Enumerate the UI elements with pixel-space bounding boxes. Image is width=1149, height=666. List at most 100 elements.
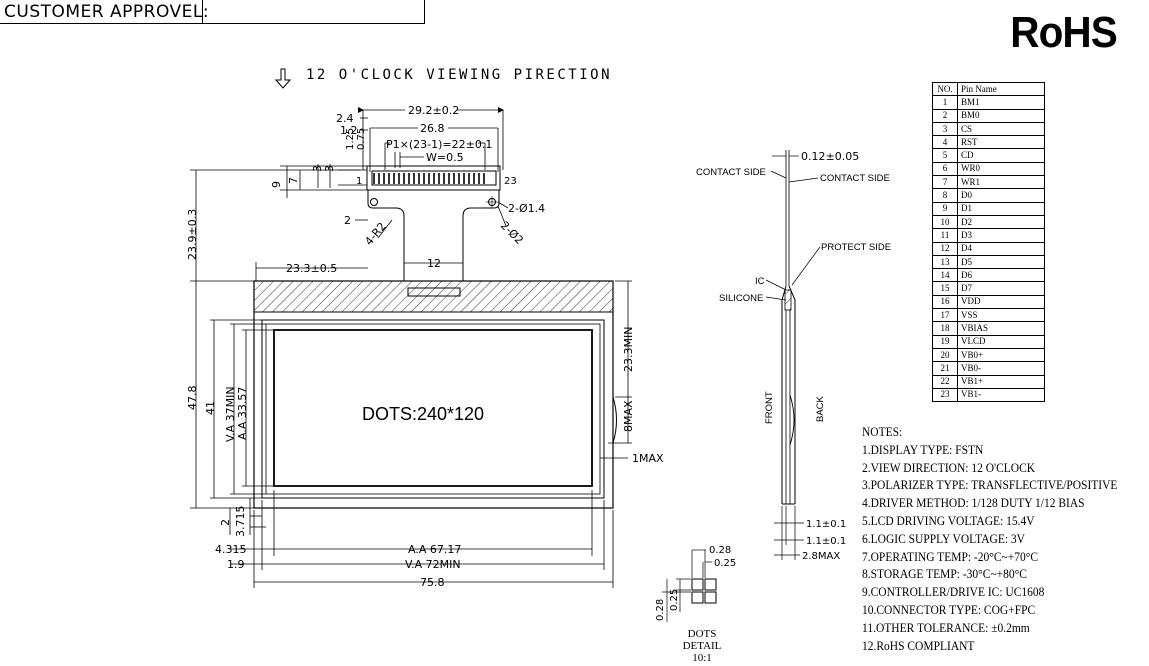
ic-label: IC bbox=[755, 276, 765, 287]
dim-1-1a: 1.1±0.1 bbox=[806, 519, 846, 530]
pin-name: CS bbox=[957, 121, 1045, 137]
pin-no: 19 bbox=[932, 334, 958, 349]
view-direction-text: 12 O'CLOCK VIEWING PIRECTION bbox=[306, 67, 613, 83]
dim-1-25: 1.25 bbox=[345, 128, 356, 150]
dim-4-315: 4.315 bbox=[215, 543, 247, 556]
dim-hole-1-4: 2-Ø1.4 bbox=[508, 202, 545, 215]
dim-aa-67-17: A.A 67.17 bbox=[408, 543, 461, 556]
horizontal-dimensions bbox=[230, 490, 614, 588]
pin-name: RST bbox=[957, 135, 1045, 150]
dim-1-9: 1.9 bbox=[227, 558, 245, 571]
pin-name: D0 bbox=[957, 188, 1045, 203]
dim-1max: 1MAX bbox=[632, 452, 664, 465]
lcd-outline bbox=[253, 280, 617, 509]
pin-no: 8 bbox=[932, 188, 958, 203]
pin-no: 11 bbox=[932, 228, 958, 243]
contact-side-right-label: CONTACT SIDE bbox=[820, 173, 890, 184]
pin-23-label: 23 bbox=[504, 176, 517, 187]
dim-2: 2 bbox=[344, 214, 351, 227]
dim-23-3: 23.3±0.5 bbox=[286, 262, 337, 275]
dim-12: 12 bbox=[427, 257, 441, 270]
silicone-label: SILICONE bbox=[719, 293, 763, 304]
pin-name: VB1- bbox=[957, 387, 1045, 403]
pin-name: D3 bbox=[957, 228, 1045, 243]
note-item: 5.LCD DRIVING VOLTAGE: 15.4V bbox=[862, 513, 1035, 528]
pin-name: VSS bbox=[957, 308, 1045, 323]
pin-name: CD bbox=[957, 148, 1045, 163]
vertical-dimensions bbox=[190, 169, 632, 535]
pin-no: 10 bbox=[932, 214, 958, 230]
pin-header-no: NO. bbox=[932, 81, 958, 97]
pin-name: D1 bbox=[957, 201, 1045, 216]
pin-name: VB0+ bbox=[957, 347, 1045, 363]
pin-no: 16 bbox=[932, 294, 958, 310]
customer-approval-box bbox=[0, 0, 425, 24]
cog-ledge-hatch bbox=[253, 280, 614, 313]
dim-23-9: 23.9±0.3 bbox=[186, 209, 199, 260]
note-item: 4.DRIVER METHOD: 1/128 DUTY 1/12 BIAS bbox=[862, 496, 1085, 511]
pin-name: D4 bbox=[957, 241, 1045, 256]
dots-detail-figure bbox=[662, 549, 717, 622]
pin-no: 1 bbox=[932, 95, 958, 110]
pin-name: VBIAS bbox=[957, 321, 1045, 336]
dim-dot-0-25b: 0.25 bbox=[669, 589, 680, 611]
pin-no: 14 bbox=[932, 268, 958, 283]
side-view bbox=[765, 150, 821, 560]
dim-3b: 3 bbox=[323, 165, 336, 172]
pin-name: BM0 bbox=[957, 108, 1045, 123]
pin-name: D7 bbox=[957, 281, 1045, 296]
dim-0-12: 0.12±0.05 bbox=[801, 150, 859, 163]
contact-side-left-label: CONTACT SIDE bbox=[696, 167, 766, 178]
pin-no: 20 bbox=[932, 347, 958, 363]
dim-va-72: V.A 72MIN bbox=[405, 558, 461, 571]
pin-header-name: Pin Name bbox=[957, 81, 1045, 97]
dim-hole-2: 2-Ø2 bbox=[498, 219, 526, 247]
note-item: 9.CONTROLLER/DRIVE IC: UC1608 bbox=[862, 585, 1045, 600]
display-dots-label: DOTS:240*120 bbox=[362, 404, 485, 424]
pin-no: 4 bbox=[932, 135, 958, 150]
pin-no: 5 bbox=[932, 148, 958, 163]
pin-no: 13 bbox=[932, 254, 958, 270]
dim-dot-0-28b: 0.28 bbox=[655, 599, 666, 621]
dim-23-3-min: 23.3MIN bbox=[622, 327, 635, 372]
pin-1-label: 1 bbox=[356, 176, 362, 187]
dim-0-75: 0.75 bbox=[356, 128, 367, 150]
front-label: FRONT bbox=[764, 391, 775, 424]
pin-name: D2 bbox=[957, 214, 1045, 230]
dots-detail-scale: 10:1 bbox=[692, 652, 712, 664]
approval-divider bbox=[202, 0, 203, 24]
pin-no: 12 bbox=[932, 241, 958, 256]
back-label: BACK bbox=[815, 395, 826, 422]
fpc-contact-fingers bbox=[373, 173, 485, 184]
pin-table-header: NO. Pin Name bbox=[932, 81, 1045, 97]
fpc-hole-left bbox=[370, 198, 378, 206]
pin-name: VB0- bbox=[957, 361, 1045, 376]
pin-name: WR1 bbox=[957, 175, 1045, 190]
pin-name: WR0 bbox=[957, 161, 1045, 177]
note-item: 11.OTHER TOLERANCE: ±0.2mm bbox=[862, 620, 1030, 635]
dots-detail-caption: DOTS DETAIL 10:1 bbox=[671, 628, 733, 664]
pin-no: 21 bbox=[932, 361, 958, 376]
dim-41: 41 bbox=[204, 401, 217, 415]
fpc-outline bbox=[366, 165, 501, 297]
dim-3a: 3 bbox=[311, 165, 324, 172]
note-item: 1.DISPLAY TYPE: FSTN bbox=[862, 442, 984, 457]
note-item: 7.OPERATING TEMP: -20°C~+70°C bbox=[862, 549, 1039, 564]
pin-no: 9 bbox=[932, 201, 958, 216]
